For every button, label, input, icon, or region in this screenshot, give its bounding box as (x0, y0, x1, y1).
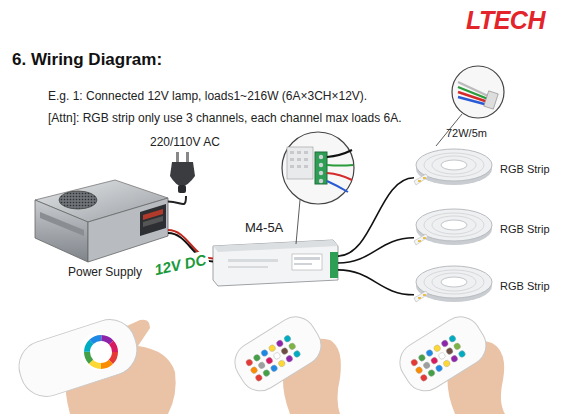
attention-note: [Attn]: RGB strip only use 3 channels, e… (48, 112, 402, 126)
wire (338, 178, 414, 256)
rgb-strip: RGB Strip (414, 266, 494, 306)
wire-stroke (338, 270, 414, 295)
node-label: Power Supply (68, 266, 142, 280)
wire (338, 270, 414, 295)
node-label: RGB Strip (500, 163, 550, 176)
example-note: E.g. 1: Connected 12V lamp, loads1~216W … (48, 90, 367, 104)
strip-rating: 72W/5m (446, 127, 487, 140)
node-label: 220/110V AC (150, 136, 220, 150)
wire (168, 196, 186, 204)
controller-box: M4-5A (213, 240, 338, 286)
node-label: RGB Strip (500, 223, 550, 236)
node-label: M4-5A (245, 221, 283, 236)
wire-stroke (168, 196, 186, 204)
node-label: RGB Strip (500, 280, 550, 293)
wire (338, 238, 414, 263)
power-supply: Power Supply (35, 178, 168, 262)
wire-stroke (338, 238, 414, 263)
voltage-label: 12V DC (151, 250, 210, 279)
power-plug: 220/110V AC (150, 136, 222, 196)
wire-stroke (338, 178, 414, 256)
rgb-strip: RGB Strip (414, 209, 494, 249)
diagram-title: 6. Wiring Diagram: (12, 50, 162, 70)
brand-logo: LTECH (466, 6, 545, 35)
rgb-strip: RGB Strip (414, 149, 494, 189)
